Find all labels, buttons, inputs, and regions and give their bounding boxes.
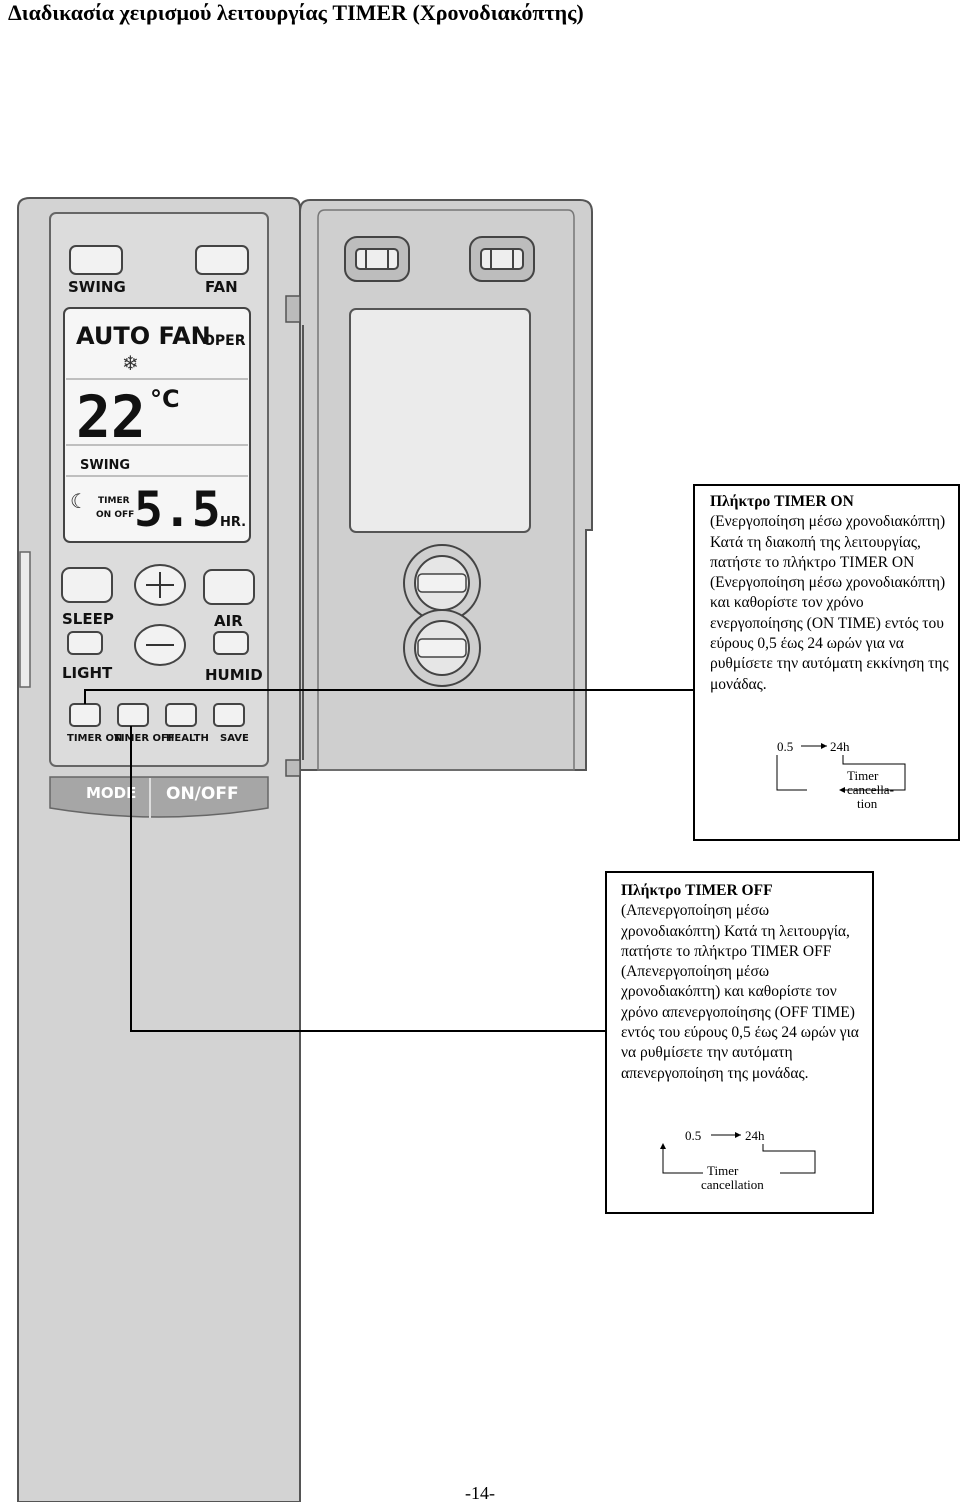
snowflake-icon: ❄ <box>122 351 139 375</box>
mode-onoff-bar <box>49 776 269 818</box>
sleep-button-label: SLEEP <box>62 610 114 628</box>
timer-off-heading: Πλήκτρο TIMER OFF <box>621 882 773 899</box>
timer-off-diagram-cancel-1: Timer <box>707 1163 739 1178</box>
timer-off-body: (Απενεργοποίηση μέσω χρονοδιακόπτη) Κατά… <box>621 902 859 1082</box>
health-button[interactable] <box>165 703 197 727</box>
light-button[interactable] <box>67 631 103 655</box>
timer-on-callout: Πλήκτρο TIMER ON (Ενεργοποίηση μέσω χρον… <box>693 484 960 841</box>
timer-on-body: (Ενεργοποίηση μέσω χρονοδιακόπτη) Κατά τ… <box>710 513 949 693</box>
air-button-label: AIR <box>214 612 243 630</box>
timer-on-cycle-diagram: 0.5 24h Timer cancella- tion <box>776 739 906 811</box>
timer-on-diagram-cancel-2: cancella- <box>847 782 894 797</box>
lcd-timer-value: 5.5 <box>134 482 221 538</box>
timer-off-callout: Πλήκτρο TIMER OFF (Απενεργοποίηση μέσω χ… <box>605 871 874 1214</box>
timer-off-leader-line <box>130 726 605 1032</box>
page-number: -14- <box>465 1483 495 1503</box>
timer-on-diagram-cancel-1: Timer <box>847 768 879 783</box>
fan-button-label: FAN <box>205 278 238 296</box>
lcd-oper: OPER <box>203 333 246 349</box>
timer-off-button[interactable] <box>117 703 149 727</box>
side-tab <box>19 551 31 688</box>
moon-icon: ☾ <box>70 489 88 513</box>
light-button-label: LIGHT <box>62 664 113 682</box>
timer-off-button-label: TIMER OFF <box>114 733 175 744</box>
sleep-button[interactable] <box>61 567 113 603</box>
lid-window <box>349 308 531 533</box>
timer-off-diagram-end: 24h <box>745 1128 765 1143</box>
fan-button[interactable] <box>195 245 249 275</box>
battery-clip-left <box>344 236 410 282</box>
swing-button-label: SWING <box>68 278 126 296</box>
lcd-timer-label: TIMER <box>98 496 130 506</box>
lcd-hr: HR. <box>220 515 246 530</box>
on-off-button-label[interactable]: ON/OFF <box>166 784 239 804</box>
lcd-mode-text: AUTO FAN <box>76 322 211 350</box>
swing-button[interactable] <box>69 245 123 275</box>
timer-on-button[interactable] <box>69 703 101 727</box>
battery-clip-right <box>469 236 535 282</box>
timer-off-diagram-cancel-2: cancellation <box>701 1177 764 1191</box>
timer-off-diagram-start: 0.5 <box>685 1128 701 1143</box>
timer-on-diagram-start: 0.5 <box>777 739 793 754</box>
timer-off-cycle-diagram: 0.5 24h Timer cancellation <box>660 1128 816 1191</box>
health-button-label: HEALTH <box>166 733 209 744</box>
save-button-label: SAVE <box>220 733 249 744</box>
battery-holder <box>403 544 481 687</box>
air-button[interactable] <box>203 569 255 605</box>
page-title: Διαδικασία χειρισμού λειτουργίας TIMER (… <box>8 0 584 25</box>
timer-on-heading: Πλήκτρο TIMER ON <box>710 493 854 510</box>
lcd-display <box>63 307 251 543</box>
timer-on-button-label: TIMER ON <box>67 733 122 744</box>
lcd-unit: °C <box>150 385 180 413</box>
lcd-temperature: 22 <box>76 383 146 451</box>
timer-on-leader-line <box>84 689 693 704</box>
timer-on-diagram-cancel-3: tion <box>857 796 878 811</box>
mode-button-label[interactable]: MODE <box>86 784 136 802</box>
humid-button[interactable] <box>213 631 249 655</box>
humid-button-label: HUMID <box>205 666 263 684</box>
lcd-swing: SWING <box>80 458 130 473</box>
timer-on-diagram-end: 24h <box>830 739 850 754</box>
save-button[interactable] <box>213 703 245 727</box>
lcd-on-off-label: ON OFF <box>96 510 134 520</box>
